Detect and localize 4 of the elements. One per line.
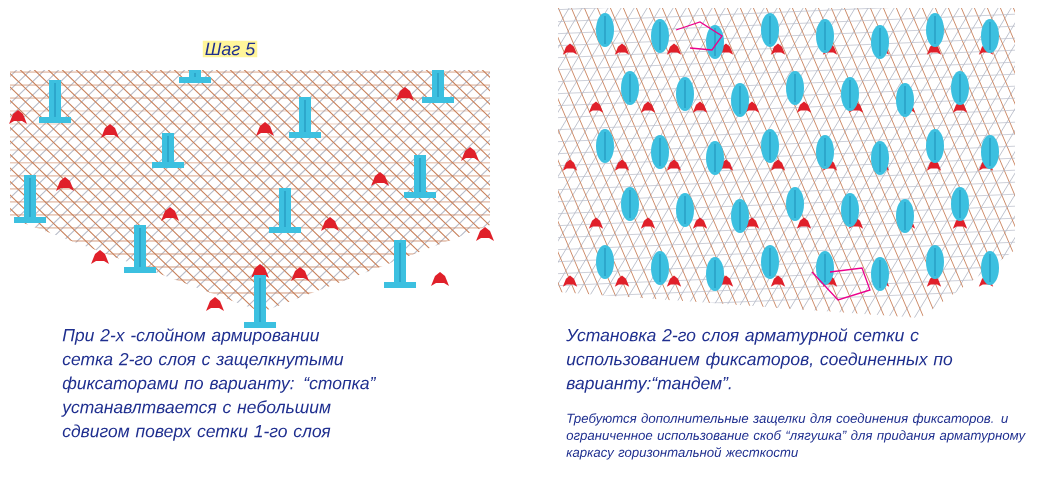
step-title: Шаг 5 — [202, 40, 258, 58]
caption-text: При 2-х -слойном армировании сетка 2-го слоя с защелкнутыми фиксаторами по варианту: “стопка” устанавлтвается с небольшим сдвигом поверх сетки 1-го слоя — [61, 328, 377, 441]
caption-text: Требуются дополнительные защелки для соединения фиксаторов. и ограниченное использование скоб “лягушка” для придания арматурному каркасу горизонтальной жесткости — [566, 413, 1026, 460]
caption-text: Установка 2-го слоя арматурной сетки с использованием фиксаторов, соединенных по варианту:“тандем”. — [566, 328, 953, 393]
